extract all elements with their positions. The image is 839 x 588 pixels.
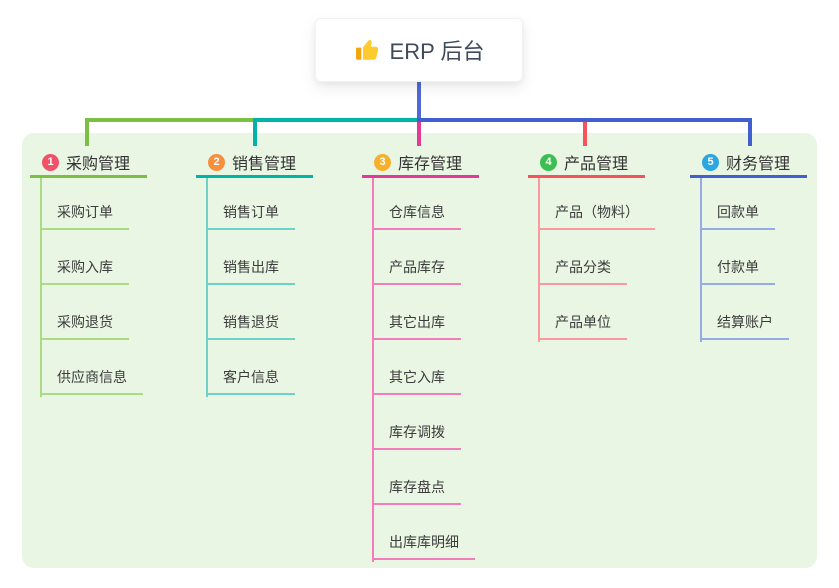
connector-drop-purchase [85,118,89,146]
branch-node-inventory[interactable]: 3 库存管理 [362,149,479,178]
connector-drop-sales [253,118,257,146]
branch-label: 销售管理 [232,156,297,173]
branch-spine [40,178,42,397]
badge-2: 2 [208,153,225,171]
connector-drop-finance [748,118,752,146]
branch-spine [538,178,540,342]
child-node[interactable]: 销售出库 [206,257,295,285]
child-node[interactable]: 供应商信息 [40,367,143,395]
connector-bus-left [85,118,255,122]
child-node[interactable]: 客户信息 [206,367,295,395]
branch-label: 财务管理 [726,156,791,173]
child-node[interactable]: 采购退货 [40,312,129,340]
branch-children: 仓库信息 产品库存 其它出库 其它入库 库存调拨 库存盘点 出库库明细 [372,175,475,560]
thumbs-up-icon [354,37,380,63]
branch-label: 库存管理 [398,156,463,173]
child-node[interactable]: 回款单 [700,202,775,230]
branch-label: 采购管理 [66,156,131,173]
child-node[interactable]: 其它出库 [372,312,461,340]
child-node[interactable]: 采购订单 [40,202,129,230]
child-node[interactable]: 结算账户 [700,312,789,340]
child-node[interactable]: 出库库明细 [372,532,475,560]
child-node[interactable]: 仓库信息 [372,202,461,230]
badge-5: 5 [702,153,719,171]
branch-node-finance[interactable]: 5 财务管理 [690,149,807,178]
child-node[interactable]: 付款单 [700,257,775,285]
badge-4: 4 [540,153,557,171]
branch-children: 销售订单 销售出库 销售退货 客户信息 [206,175,295,395]
root-node[interactable]: ERP 后台 [315,18,523,82]
branch-label: 产品管理 [564,156,629,173]
connector-bus-mid [253,118,419,122]
branch-node-sales[interactable]: 2 销售管理 [196,149,313,178]
branch-spine [372,178,374,562]
child-node[interactable]: 库存盘点 [372,477,461,505]
child-node[interactable]: 产品分类 [538,257,627,285]
root-label: ERP 后台 [389,39,485,64]
branch-children: 回款单 付款单 结算账户 [700,175,789,340]
branch-spine [206,178,208,397]
connector-root [417,82,421,122]
branch-children: 产品（物料） 产品分类 产品单位 [538,175,655,340]
branch-children: 采购订单 采购入库 采购退货 供应商信息 [40,175,143,395]
child-node[interactable]: 销售退货 [206,312,295,340]
connector-drop-inventory [417,118,421,146]
child-node[interactable]: 采购入库 [40,257,129,285]
child-node[interactable]: 销售订单 [206,202,295,230]
branch-spine [700,178,702,342]
connector-bus-right [417,118,752,122]
branch-panel [22,133,817,568]
badge-3: 3 [374,153,391,171]
branch-node-purchase[interactable]: 1 采购管理 [30,149,147,178]
child-node[interactable]: 产品单位 [538,312,627,340]
child-node[interactable]: 其它入库 [372,367,461,395]
child-node[interactable]: 产品库存 [372,257,461,285]
branch-node-product[interactable]: 4 产品管理 [528,149,645,178]
child-node[interactable]: 产品（物料） [538,202,655,230]
connector-drop-product [583,118,587,146]
badge-1: 1 [42,153,59,171]
child-node[interactable]: 库存调拨 [372,422,461,450]
